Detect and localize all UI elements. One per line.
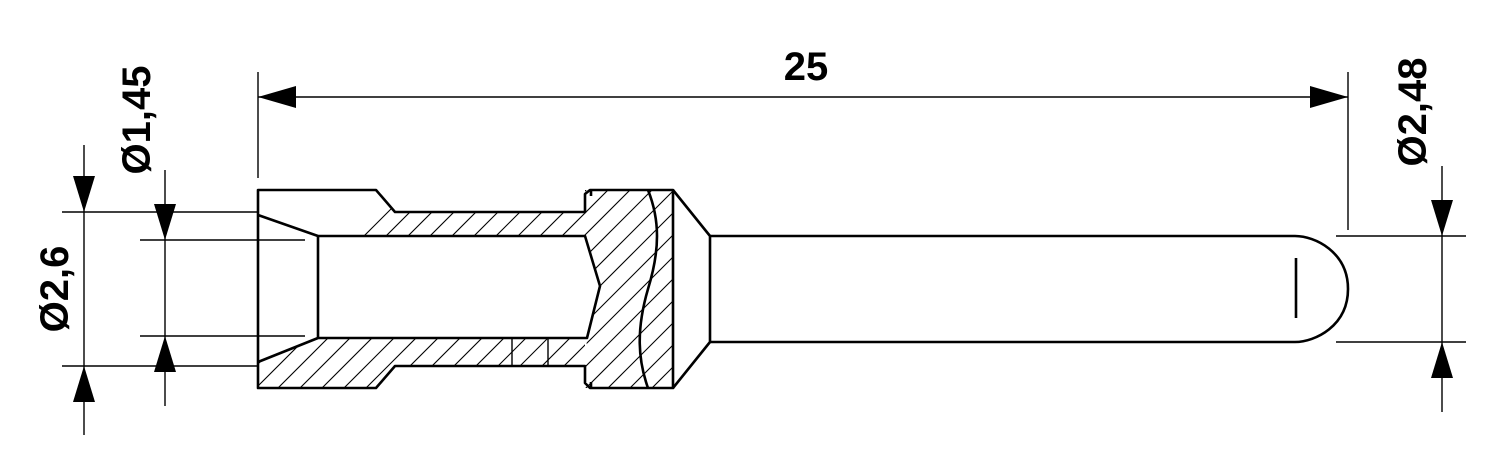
inner-diameter-dimension-left: Ø1,45 (115, 66, 305, 406)
hatch-line (267, 190, 509, 388)
hatch-line (663, 190, 673, 388)
hatch-line (487, 190, 673, 388)
hatch-line (796, 180, 1036, 420)
hatch-line (355, 190, 597, 388)
hatch-line (619, 190, 673, 388)
hatch-line (597, 190, 673, 388)
outer-diameter-dimension-left: Ø2,6 (33, 145, 258, 435)
hatch-line (752, 180, 992, 420)
hatch-line (258, 190, 487, 388)
pin-diameter-label-right: Ø2,48 (1391, 58, 1435, 167)
inner-diameter-label-left: Ø1,45 (115, 66, 159, 175)
hatch-line (840, 180, 1080, 420)
hatch-line (531, 190, 673, 388)
length-dimension-label: 25 (784, 45, 829, 89)
hatch-line (708, 180, 948, 420)
pin-diameter-dimension-right: Ø2,48 (1336, 58, 1466, 412)
hatch-line (377, 190, 619, 388)
hatch-line (311, 190, 553, 388)
hatch-line (575, 190, 673, 388)
contact-pin-outline (256, 188, 1350, 390)
hatch-line (421, 190, 663, 388)
hatch-line (641, 190, 673, 388)
hatch-line (258, 190, 443, 388)
hatch-line (818, 180, 1058, 420)
hatch-line (258, 190, 421, 388)
section-hatching (258, 180, 1080, 420)
hatch-line (774, 180, 1014, 420)
hatch-line (686, 180, 926, 420)
hatch-line (399, 190, 641, 388)
hatch-line (509, 190, 673, 388)
hatch-line (333, 190, 575, 388)
hatch-line (730, 180, 970, 420)
hatch-line (553, 190, 673, 388)
length-dimension: 25 (257, 45, 1349, 230)
outer-diameter-label-left: Ø2,6 (33, 246, 77, 333)
hatch-line (289, 190, 531, 388)
